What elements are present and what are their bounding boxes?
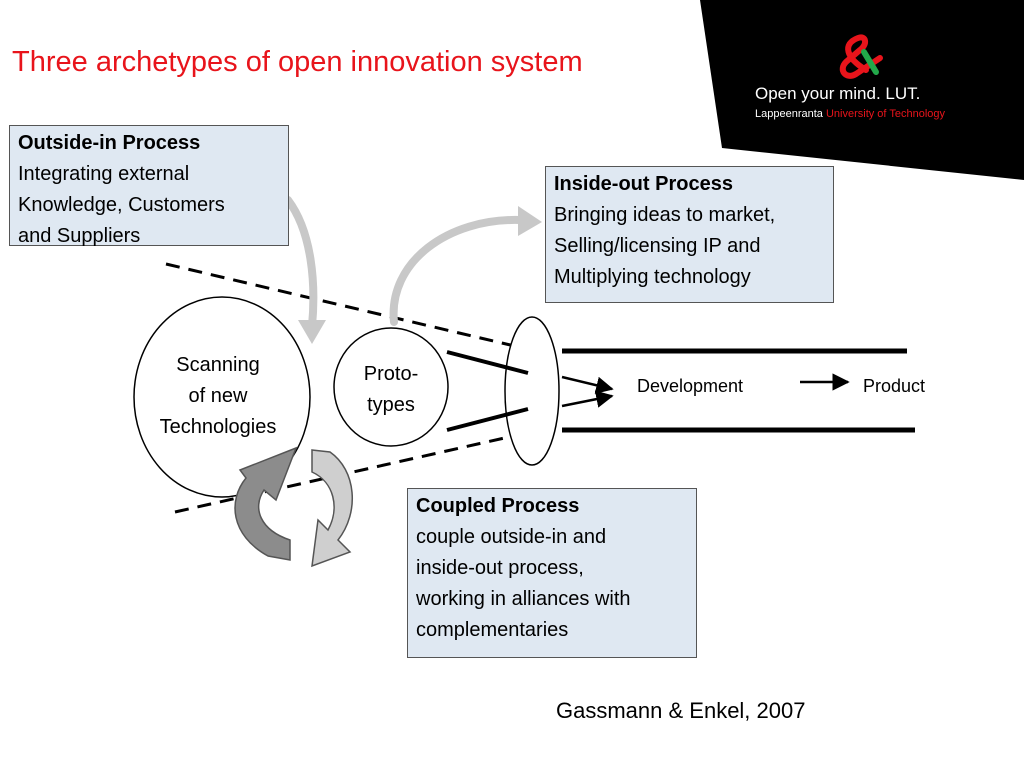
prototypes-label-line: Proto- — [363, 363, 419, 385]
coupled-heading: Coupled Process — [416, 495, 580, 517]
scanning-label-line: Technologies — [159, 416, 277, 438]
brand-text: Open your mind. LUT. Lappeenranta Univer… — [755, 83, 945, 123]
prototypes-label-line: types — [367, 394, 415, 416]
funnel-upper-dashed-line — [165, 262, 541, 354]
proto-upper-line — [446, 350, 529, 375]
prototypes-label: Proto- types — [334, 359, 448, 421]
brand-city: Lappeenranta — [755, 108, 823, 120]
product-label: Product — [863, 376, 926, 396]
inside-out-line: Bringing ideas to market, — [554, 204, 776, 226]
inside-out-arrow — [389, 215, 524, 326]
outside-in-line: and Suppliers — [18, 225, 141, 247]
scanning-label-line: Scanning — [176, 354, 260, 376]
brand-university: University of Technology — [825, 108, 945, 120]
scanning-label-line: of new — [188, 385, 248, 407]
brand-subtitle: Lappeenranta University of Technology — [755, 105, 945, 123]
inside-out-heading: Inside-out Process — [554, 173, 733, 195]
outside-in-process-box: Outside-in Process Integrating external … — [9, 125, 289, 247]
proto-lower-line — [446, 407, 529, 432]
coupled-cycle-icon — [234, 446, 354, 568]
inside-out-arrowhead — [518, 206, 542, 236]
development-upper-arrow — [561, 375, 614, 394]
development-gate-ellipse — [504, 316, 560, 466]
scanning-ellipse — [133, 296, 311, 498]
prototypes-ellipse — [333, 327, 449, 447]
inside-out-process-box: Inside-out Process Bringing ideas to mar… — [545, 166, 834, 303]
coupled-line: complementaries — [416, 619, 569, 641]
inside-out-line: Selling/licensing IP and — [554, 235, 761, 257]
brand-tagline: Open your mind. LUT. — [755, 84, 921, 103]
citation: Gassmann & Enkel, 2007 — [556, 698, 806, 723]
outside-in-arrow — [284, 196, 318, 330]
inside-out-line: Multiplying technology — [554, 266, 751, 288]
coupled-line: working in alliances with — [416, 588, 631, 610]
outside-in-line: Integrating external — [18, 163, 190, 185]
coupled-process-box: Coupled Process couple outside-in and in… — [407, 488, 697, 658]
coupled-line: inside-out process, — [416, 557, 584, 579]
outside-in-arrowhead — [298, 320, 326, 344]
page-title: Three archetypes of open innovation syst… — [12, 46, 583, 78]
development-label: Development — [637, 376, 744, 396]
outside-in-line: Knowledge, Customers — [18, 194, 225, 216]
development-lower-arrow — [561, 390, 614, 408]
scanning-label: Scanning of new Technologies — [138, 350, 298, 443]
outside-in-heading: Outside-in Process — [18, 132, 201, 154]
coupled-line: couple outside-in and — [416, 526, 607, 548]
funnel-lower-dashed-line — [174, 428, 541, 514]
